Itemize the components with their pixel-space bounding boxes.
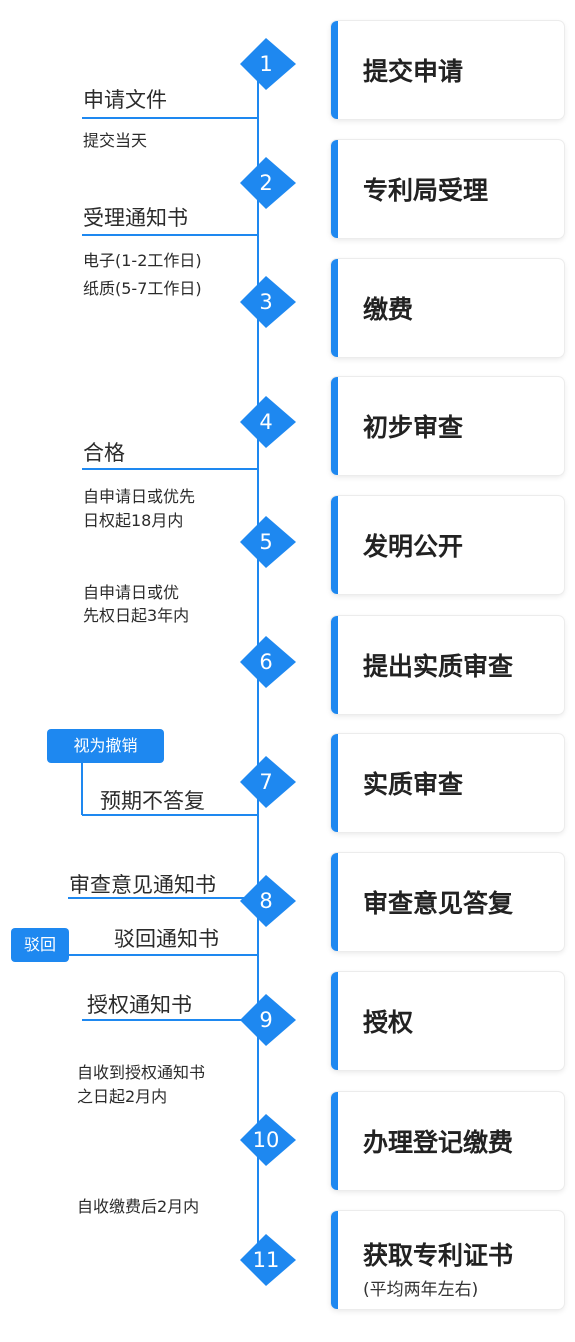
label-publish-time-1: 自申请日或优先 xyxy=(83,487,196,506)
step-number-9: 9 xyxy=(259,1008,273,1032)
step-card-request-substantive-exam: 提出实质审查 xyxy=(331,616,564,714)
card-accent-bar xyxy=(331,853,338,951)
step-number-7: 7 xyxy=(259,770,273,794)
step-number-11: 11 xyxy=(252,1248,280,1272)
step-number-10: 10 xyxy=(252,1128,280,1152)
step-title: 提交申请 xyxy=(363,57,464,86)
label-grant-notice: 授权通知书 xyxy=(87,993,192,1017)
step-title: 提出实质审查 xyxy=(363,652,514,681)
label-publish-time-2: 日权起18月内 xyxy=(83,511,184,530)
step-diamond-4 xyxy=(240,396,296,448)
label-overdue-reply: 预期不答复 xyxy=(100,789,205,813)
label-electronic: 电子(1-2工作日) xyxy=(83,251,202,270)
label-register-time-1: 自收到授权通知书 xyxy=(77,1063,206,1082)
step-diamond-9 xyxy=(240,994,296,1046)
step-title: 实质审查 xyxy=(363,770,464,799)
step-card-preliminary-exam: 初步审查 xyxy=(331,377,564,475)
step-diamond-11 xyxy=(240,1234,296,1286)
step-diamond-6 xyxy=(240,636,296,688)
card-accent-bar xyxy=(331,1092,338,1190)
step-number-4: 4 xyxy=(259,410,273,434)
step-diamond-3 xyxy=(240,276,296,328)
step-card-acceptance: 专利局受理 xyxy=(331,140,564,238)
step-diamond-5 xyxy=(240,516,296,568)
step-title: 获取专利证书 xyxy=(363,1241,514,1270)
step-title: 发明公开 xyxy=(363,532,464,561)
step-title: 缴费 xyxy=(363,295,414,324)
card-accent-bar xyxy=(331,21,338,119)
step-number-2: 2 xyxy=(259,171,273,195)
step-title: 专利局受理 xyxy=(363,176,489,205)
label-acceptance-notice: 受理通知书 xyxy=(83,206,188,230)
step-number-6: 6 xyxy=(259,650,273,674)
step-subtitle: (平均两年左右) xyxy=(363,1280,479,1300)
step-card-registration-fee: 办理登记缴费 xyxy=(331,1092,564,1190)
label-same-day: 提交当天 xyxy=(83,131,148,150)
step-diamond-8 xyxy=(240,875,296,927)
step-number-5: 5 xyxy=(259,530,273,554)
step-title: 授权 xyxy=(363,1008,414,1037)
step-card-certificate: 获取专利证书 (平均两年左右) xyxy=(331,1211,564,1309)
label-rejection-notice: 驳回通知书 xyxy=(114,927,219,951)
card-accent-bar xyxy=(331,1211,338,1309)
step-card-payment: 缴费 xyxy=(331,259,564,357)
tag-rejected: 驳回 xyxy=(11,928,69,962)
step-card-substantive-exam: 实质审查 xyxy=(331,734,564,832)
card-accent-bar xyxy=(331,140,338,238)
label-register-time-2: 之日起2月内 xyxy=(77,1087,168,1106)
label-exam-time-1: 自申请日或优 xyxy=(83,583,180,602)
label-cert-time: 自收缴费后2月内 xyxy=(77,1197,200,1216)
card-accent-bar xyxy=(331,616,338,714)
card-accent-bar xyxy=(331,377,338,475)
label-exam-time-2: 先权日起3年内 xyxy=(83,606,190,625)
step-title: 审查意见答复 xyxy=(363,889,514,918)
step-diamond-1 xyxy=(240,38,296,90)
label-exam-opinion-notice: 审查意见通知书 xyxy=(69,873,216,897)
step-card-opinion-reply: 审查意见答复 xyxy=(331,853,564,951)
card-accent-bar xyxy=(331,972,338,1070)
card-accent-bar xyxy=(331,734,338,832)
step-title: 办理登记缴费 xyxy=(363,1128,514,1157)
card-accent-bar xyxy=(331,259,338,357)
step-diamond-2 xyxy=(240,157,296,209)
step-card-publication: 发明公开 xyxy=(331,496,564,594)
tag-withdrawn: 视为撤销 xyxy=(47,729,164,763)
card-accent-bar xyxy=(331,496,338,594)
step-number-1: 1 xyxy=(259,52,273,76)
label-qualified: 合格 xyxy=(83,441,125,465)
step-diamond-7 xyxy=(240,756,296,808)
step-card-submit-application: 提交申请 xyxy=(331,21,564,119)
label-apply-file: 申请文件 xyxy=(83,88,167,112)
step-number-3: 3 xyxy=(259,290,273,314)
label-paper: 纸质(5-7工作日) xyxy=(83,279,202,298)
step-title: 初步审查 xyxy=(363,413,464,442)
step-card-grant: 授权 xyxy=(331,972,564,1070)
step-diamond-10 xyxy=(240,1114,296,1166)
step-number-8: 8 xyxy=(259,889,273,913)
